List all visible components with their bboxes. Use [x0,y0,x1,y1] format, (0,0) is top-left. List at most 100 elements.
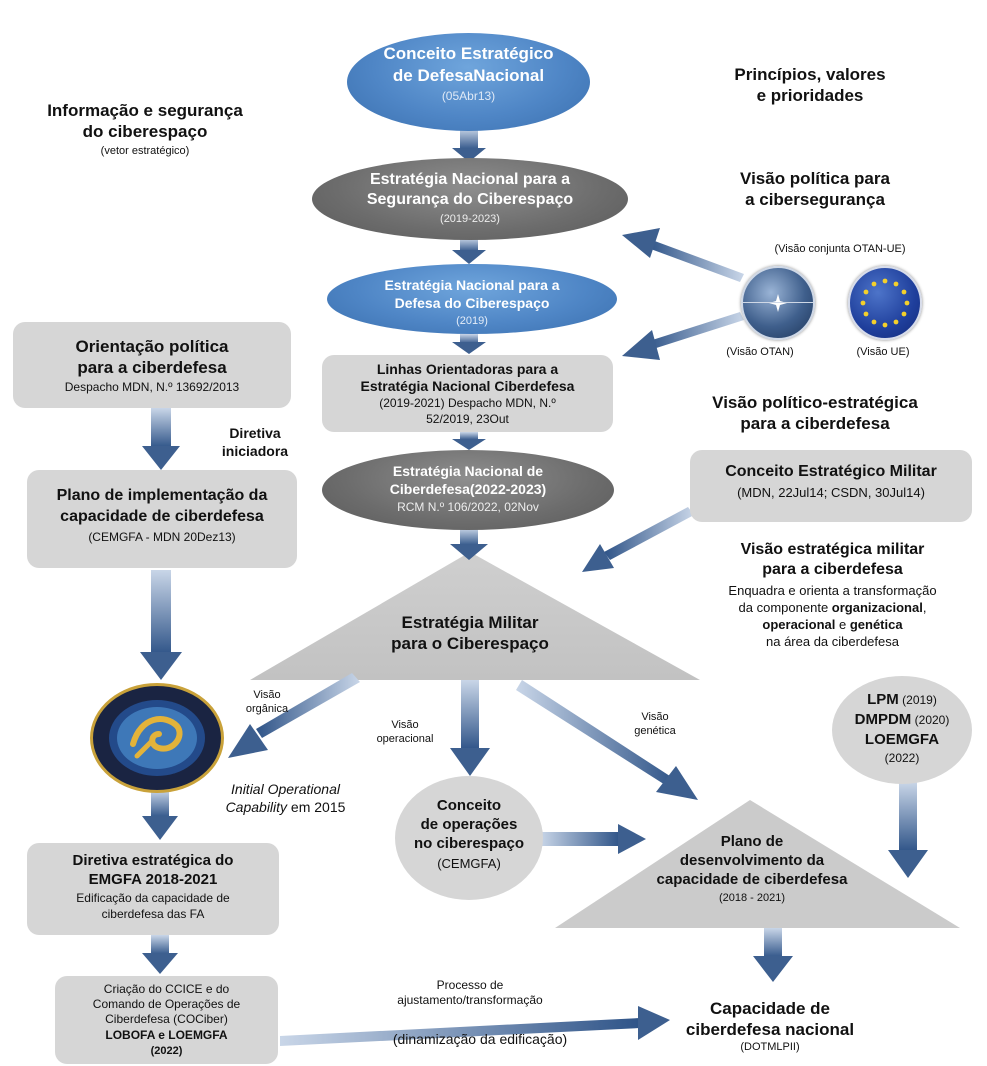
arrow-nscd-to-triangle [450,528,488,560]
arrow-ensc-to-endc [452,238,486,264]
guidelines-box: Linhas Orientadoras para a Estratégia Na… [322,355,613,432]
initiating-directive-l1: Diretiva [229,425,281,441]
genetic-vision-l1: Visão [641,711,669,723]
endc-oval: Estratégia Nacional para a Defesa do Cib… [327,264,617,334]
ops-concept-l1: Conceito [436,797,502,814]
military-vision-d3a: operacional [762,617,836,632]
ops-concept-l4: (CEMGFA) [437,856,501,871]
ioc-l1: Initial Operational [231,781,340,797]
operational-vision-label: Visão operacional [360,718,450,746]
operational-vision-l2: operacional [376,733,434,745]
implementation-plan-l3: (CEMGFA - MDN 20Dez13) [88,530,236,544]
principles-l1: Princípios, valores [734,65,886,84]
principles-label: Princípios, valores e prioridades [690,64,930,106]
military-vision-d2b: organizacional [831,600,923,615]
ccice-l2: Comando de Operações de [92,997,241,1011]
arrow-orientation-to-plan [142,408,180,470]
military-strategy-label: Estratégia Militar para o Ciberespaço [360,612,580,654]
military-concept-l2: (MDN, 22Jul14; CSDN, 30Jul14) [737,485,925,500]
emgfa-directive-box: Diretiva estratégica do EMGFA 2018-2021 … [27,843,279,935]
endc-l1: Estratégia Nacional para a [384,277,560,293]
arrow-ccice-to-capability [280,1006,670,1046]
military-vision-d3b: e [835,617,850,632]
laws-circle: LPM (2019) DMPDM (2020) LOEMGFA (2022) [832,676,972,784]
military-vision-d2a: da componente [738,600,832,615]
military-concept-l1: Conceito Estratégico Militar [725,463,937,480]
ensc-date: (2019-2023) [440,213,500,225]
dev-plan-label: Plano de desenvolvimento da capacidade d… [620,832,884,905]
ioc-l2a: Capability [225,799,288,815]
ensc-l2: Segurança do Ciberespaço [366,191,574,208]
dev-plan-triangle [555,800,960,928]
organic-vision-l1: Visão [253,689,281,701]
national-defense-concept-title-l2: de DefesaNacional [392,66,545,85]
arrow-logo-to-directive [142,790,178,840]
process-l2: ajustamento/transformação [397,993,543,1007]
cyber-defense-center-logo [90,683,224,793]
ops-concept-circle: Conceito de operações no ciberespaço (CE… [395,776,543,900]
implementation-plan-box: Plano de implementação da capacidade de … [27,470,297,568]
laws-loemgfa: LOEMGFA [864,731,940,748]
military-vision-d2c: , [922,600,927,615]
ioc-l2b: em 2015 [287,799,346,815]
laws-dmpdm-name: DMPDM [854,711,912,728]
arrow-devplan-to-capability [753,928,793,982]
endc-date: (2019) [456,315,488,327]
laws-lpm: LPM (2019) [832,690,972,709]
nato-line-h [743,302,813,303]
arrow-plan-to-logo [140,570,182,680]
principles-l2: e prioridades [756,86,864,105]
organic-vision-label: Visão orgânica [232,688,302,716]
laws-dmpdm-year: (2020) [911,713,950,727]
ccice-l5: (2022) [150,1045,183,1057]
arrow-military-concept-to-triangle [582,507,694,572]
arrow-endc-to-guidelines [452,334,486,354]
ncs-l2: Ciberdefesa(2022-2023) [389,481,547,497]
military-vision-label: Visão estratégica militar para a ciberde… [680,540,985,650]
info-security-label: Informação e segurança do ciberespaço (v… [10,100,280,158]
emgfa-directive-l2: EMGFA 2018-2021 [88,871,218,888]
eu-emblem-icon [848,266,922,340]
process-label: Processo de ajustamento/transformação [350,978,590,1008]
national-capability-l2: ciberdefesa nacional [685,1020,855,1039]
political-orientation-l3: Despacho MDN, N.º 13692/2013 [64,380,240,394]
military-strategy-triangle [250,552,700,680]
dev-plan-l3: capacidade de ciberdefesa [656,871,848,888]
implementation-plan-l2: capacidade de ciberdefesa [60,508,264,525]
nato-star-icon [769,294,787,312]
laws-loemgfa-year: (2022) [884,751,920,765]
military-vision-d1: Enquadra e orienta a transformação [728,583,937,598]
endc-l2: Defesa do Ciberespaço [394,295,550,311]
military-vision-l2: para a ciberdefesa [762,561,903,578]
info-security-l2: do ciberespaço [82,122,208,141]
political-orientation-l1: Orientação política [75,337,229,356]
arrow-otan-to-guidelines [622,312,744,360]
ensc-l1: Estratégia Nacional para a [369,171,571,188]
ncs-l1: Estratégia Nacional de [392,463,544,479]
info-security-sub: (vetor estratégico) [100,145,190,157]
ccice-l1: Criação do CCICE e do [103,982,230,996]
dev-plan-l4: (2018 - 2021) [718,892,786,904]
process-l1: Processo de [436,978,504,992]
ncs-l3: RCM N.º 106/2022, 02Nov [397,500,539,514]
military-concept-box: Conceito Estratégico Militar (MDN, 22Jul… [690,450,972,522]
emgfa-directive-l1: Diretiva estratégica do [72,852,234,869]
military-vision-l1: Visão estratégica militar [740,541,925,558]
arrow-organic-vision [228,673,360,758]
guidelines-l2: Estratégia Nacional Ciberdefesa [360,378,575,394]
political-vision-l1: Visão política para [740,169,890,188]
genetic-vision-label: Visão genética [620,710,690,738]
arrow-laws-to-devplan [888,782,928,878]
arrow-directive-to-ccice [142,935,178,974]
organic-vision-l2: orgânica [245,703,289,715]
guidelines-l1: Linhas Orientadoras para a [376,361,559,377]
political-strategic-vision-l1: Visão político-estratégica [712,393,918,412]
military-vision-d3: operacional e genética [680,616,985,633]
eu-stars-icon [860,278,910,328]
implementation-plan-l1: Plano de implementação da [56,487,268,504]
national-capability-l3: (DOTMLPII) [740,1041,800,1053]
joint-vision-label: (Visão conjunta OTAN-UE) [774,243,906,255]
arrow-guidelines-to-nscd [452,432,486,450]
guidelines-l3: (2019-2021) Despacho MDN, N.º [379,396,556,410]
military-vision-d3c: genética [849,617,903,632]
